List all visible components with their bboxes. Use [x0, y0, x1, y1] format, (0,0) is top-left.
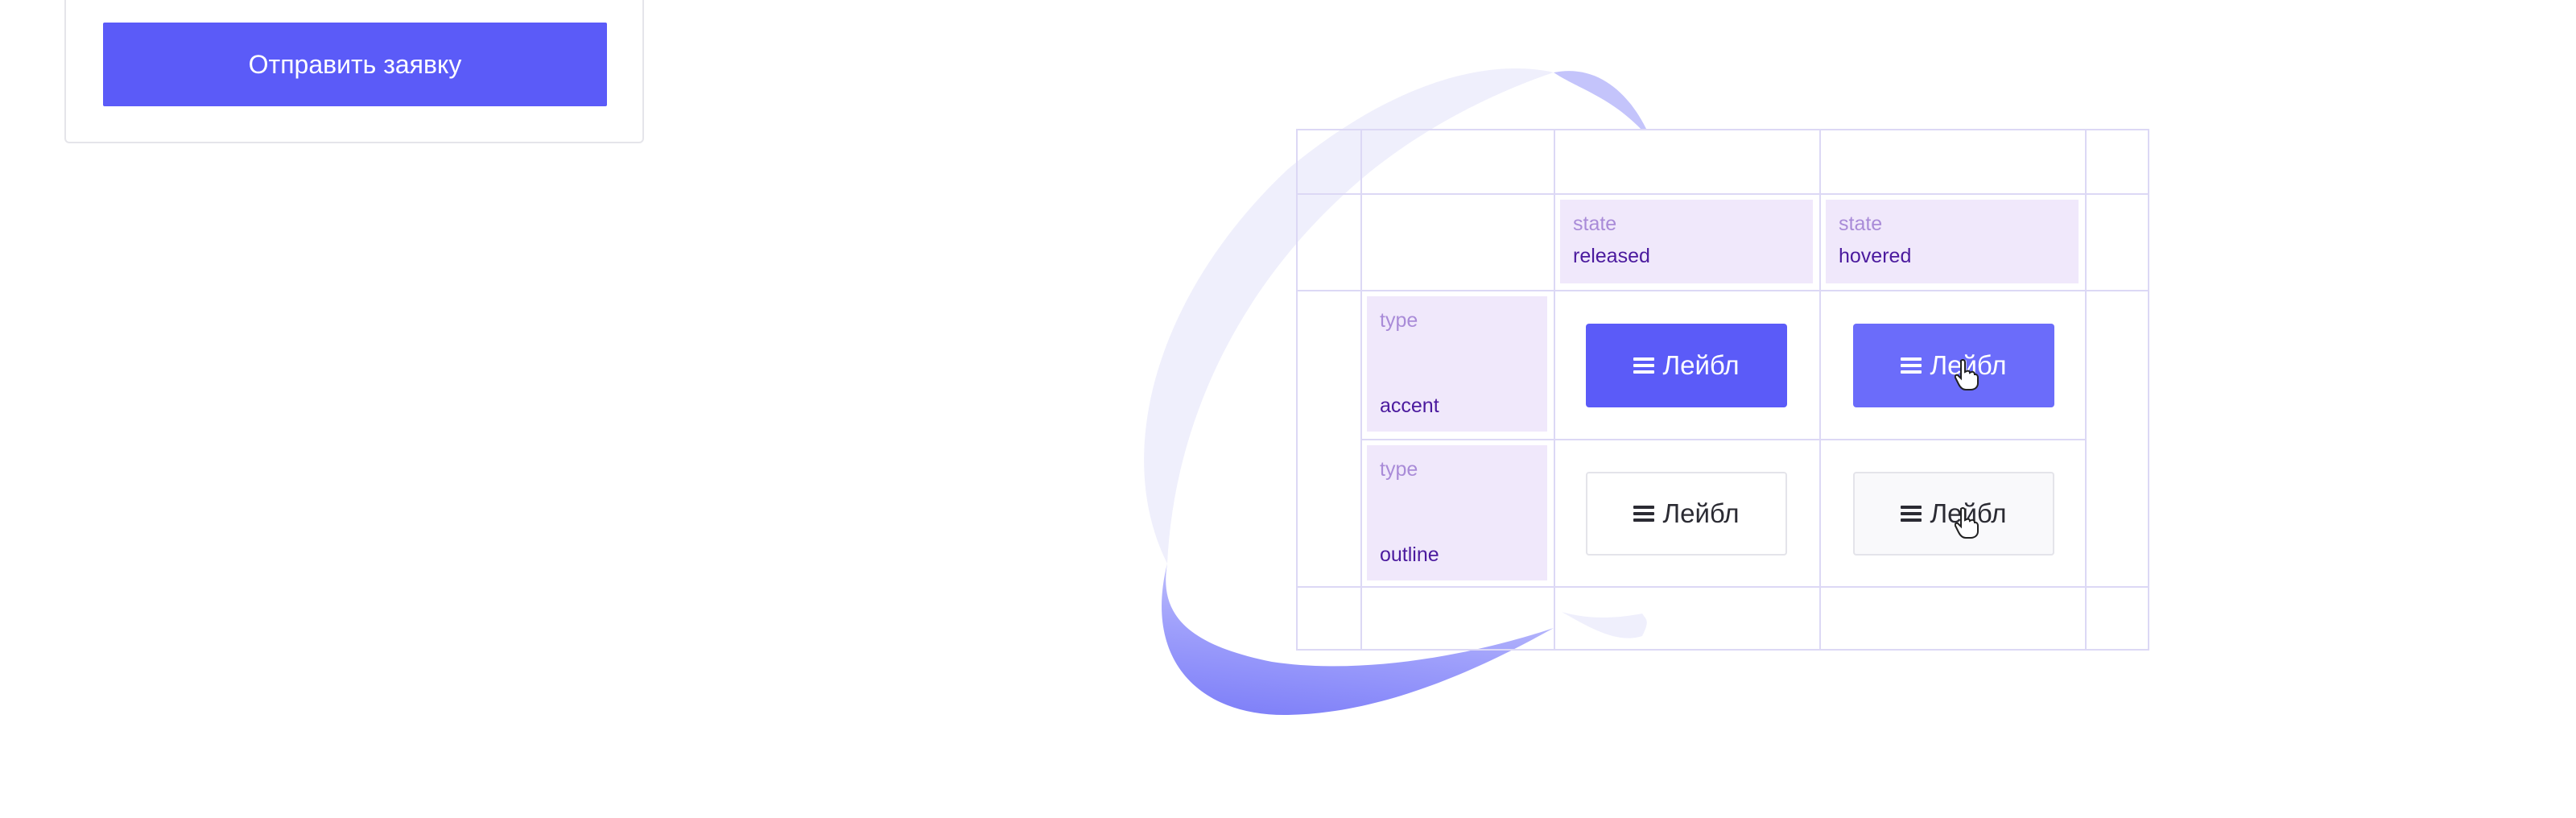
column-header-value: released	[1573, 245, 1650, 267]
grid-h-2	[1296, 290, 2149, 291]
column-header-value: hovered	[1839, 245, 1912, 267]
ring-back-band	[1144, 68, 1554, 564]
row-header-accent: type accent	[1367, 296, 1547, 432]
button-accent-released[interactable]: Лейбл	[1586, 324, 1787, 407]
button-outline-released[interactable]: Лейбл	[1586, 472, 1787, 556]
grid-v-3	[1819, 129, 1821, 651]
grid-v-1	[1360, 129, 1362, 651]
button-label: Лейбл	[1662, 350, 1740, 380]
grid-v-5	[2148, 129, 2149, 651]
row-header-value: accent	[1380, 395, 1439, 417]
ring-top-band	[1554, 71, 1646, 130]
submit-request-button[interactable]: Отправить заявку	[103, 23, 607, 106]
column-header-key: state	[1839, 213, 1883, 235]
grid-h-4	[1296, 586, 2149, 588]
button-accent-hovered[interactable]: Лейбл	[1853, 324, 2054, 407]
hand-cursor-icon	[1955, 359, 1979, 390]
grid-v-4	[2085, 129, 2087, 651]
column-header-released: state released	[1560, 200, 1813, 283]
row-header-key: type	[1380, 309, 1418, 332]
grid-h-0	[1296, 129, 2149, 130]
button-label: Лейбл	[1662, 498, 1740, 528]
row-header-key: type	[1380, 458, 1418, 481]
row-header-outline: type outline	[1367, 445, 1547, 580]
grid-h-3	[1360, 439, 2085, 440]
grid-h-5	[1296, 649, 2149, 651]
menu-icon	[1901, 505, 1922, 523]
button-outline-hovered[interactable]: Лейбл	[1853, 472, 2054, 556]
grid-v-0	[1296, 129, 1298, 651]
menu-icon	[1633, 357, 1655, 374]
column-header-key: state	[1573, 213, 1617, 235]
menu-icon	[1901, 357, 1922, 374]
hand-cursor-icon	[1955, 507, 1979, 539]
grid-v-2	[1554, 129, 1555, 651]
ring-back-tail	[1562, 612, 1647, 638]
ring-front-band	[1162, 564, 1554, 716]
column-header-hovered: state hovered	[1826, 200, 2079, 283]
menu-icon	[1633, 505, 1655, 523]
row-header-value: outline	[1380, 543, 1439, 566]
grid-h-1	[1296, 193, 2149, 195]
